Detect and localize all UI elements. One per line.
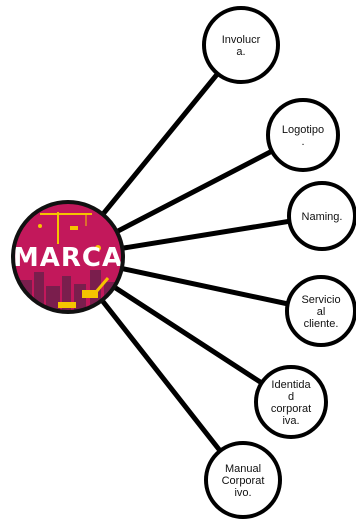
node-label-logotipo-line-1: . [301, 136, 304, 148]
node-label-identidad-line-3: iva. [282, 415, 299, 427]
node-label-identidad-line-0: Identida [271, 379, 311, 391]
node-circle-manual [204, 441, 282, 519]
node-label-involucra-line-1: a. [236, 46, 245, 58]
node-label-involucra-line-0: Involucr [222, 34, 261, 46]
node-label-logotipo-line-0: Logotipo [282, 124, 324, 136]
node-logotipo: Logotipo. [266, 98, 340, 172]
node-naming: Naming. [287, 181, 356, 251]
node-label-identidad-line-1: d [288, 391, 294, 403]
node-circle-identidad [254, 365, 328, 439]
brand-city-illustration: MARCA [13, 202, 123, 312]
node-label-servicio-line-2: cliente. [304, 318, 339, 330]
node-circle-involucra [202, 6, 280, 84]
node-label-manual-line-0: Manual [225, 463, 261, 475]
node-label-identidad-line-2: corporat [271, 403, 311, 415]
node-label-servicio-line-0: Servicio [301, 294, 340, 306]
node-label-naming-line-0: Naming. [302, 211, 343, 223]
hub-node: MARCA [11, 200, 125, 314]
node-circle-servicio [285, 275, 356, 347]
node-circle-naming [287, 181, 356, 251]
node-circle-logotipo [266, 98, 340, 172]
node-label-manual-line-1: Corporat [222, 475, 265, 487]
node-label-manual-line-2: ivo. [234, 487, 251, 499]
node-label-servicio-line-1: al [317, 306, 326, 318]
hub-title: MARCA [13, 243, 123, 273]
